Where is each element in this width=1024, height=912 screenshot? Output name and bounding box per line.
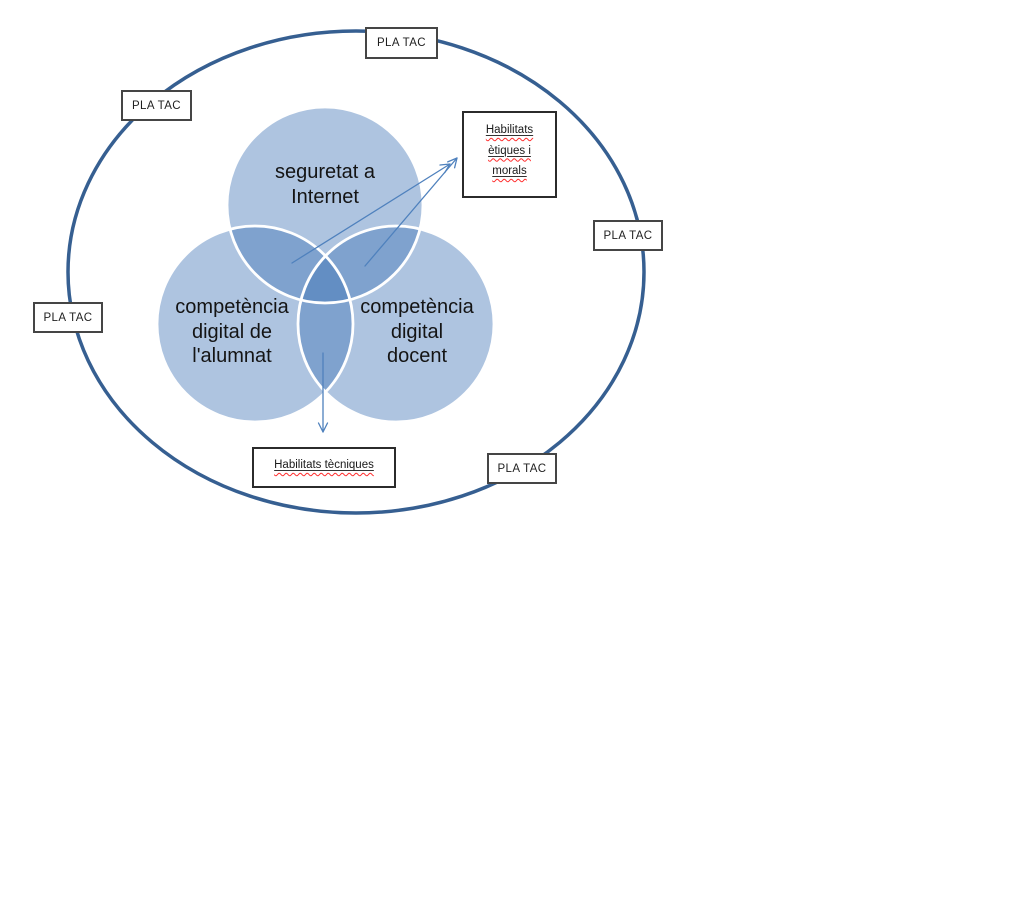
label-line: digital (390, 320, 444, 343)
label-seguretat-internet: seguretat a Internet (245, 160, 405, 209)
label-line: Internet (291, 185, 359, 208)
circle-seguretat-fill (227, 107, 423, 303)
label-line: l'alumnat (192, 345, 272, 367)
pla-tac-label: PLA TAC (43, 311, 93, 324)
connector-arrows (291, 157, 458, 433)
pla-tac-label: PLA TAC (131, 99, 182, 112)
circle-docent-outline (296, 224, 496, 424)
arrow-technical-head (317, 422, 329, 433)
callout-line: Habilitats tècniques (274, 459, 374, 471)
circle-alumnat-outline (155, 224, 355, 424)
pla-tac-label: PLA TAC (603, 229, 653, 242)
venn-circle-outlines (155, 105, 496, 424)
label-line: competència (360, 296, 474, 318)
label-competencia-alumnat: competència digital de l'alumnat (152, 295, 312, 369)
pla-tac-box-bottom-right: PLA TAC (487, 453, 557, 484)
circle-docent-fill (298, 226, 494, 422)
venn-circle-fills (157, 107, 494, 422)
pla-tac-label: PLA TAC (376, 37, 427, 49)
pla-tac-label: PLA TAC (497, 462, 547, 475)
label-line: seguretat a (274, 161, 376, 183)
callout-line: Habilitats (485, 124, 534, 136)
callout-habilitats-tecniques: Habilitats tècniques (252, 447, 396, 488)
pla-tac-box-top: PLA TAC (365, 27, 438, 59)
pla-tac-box-upper-left: PLA TAC (121, 90, 192, 121)
label-line: docent (386, 345, 448, 367)
callout-habilitats-etiques: Habilitats ètiques i morals (462, 111, 557, 198)
arrow-ethics-left-line (291, 163, 451, 264)
arrow-ethics-right-line (364, 157, 458, 267)
arrow-ethics-right-head (447, 157, 458, 169)
callout-line: ètiques i (488, 144, 531, 157)
outer-ellipse (66, 29, 646, 515)
label-line: competència (175, 296, 289, 318)
callout-line: morals (492, 165, 527, 177)
label-line: digital de (191, 320, 273, 343)
circle-alumnat-fill (157, 226, 353, 422)
pla-tac-box-right: PLA TAC (593, 220, 663, 251)
circle-seguretat-outline (225, 105, 425, 305)
label-competencia-docent: competència digital docent (337, 295, 497, 369)
pla-tac-box-left: PLA TAC (33, 302, 103, 333)
